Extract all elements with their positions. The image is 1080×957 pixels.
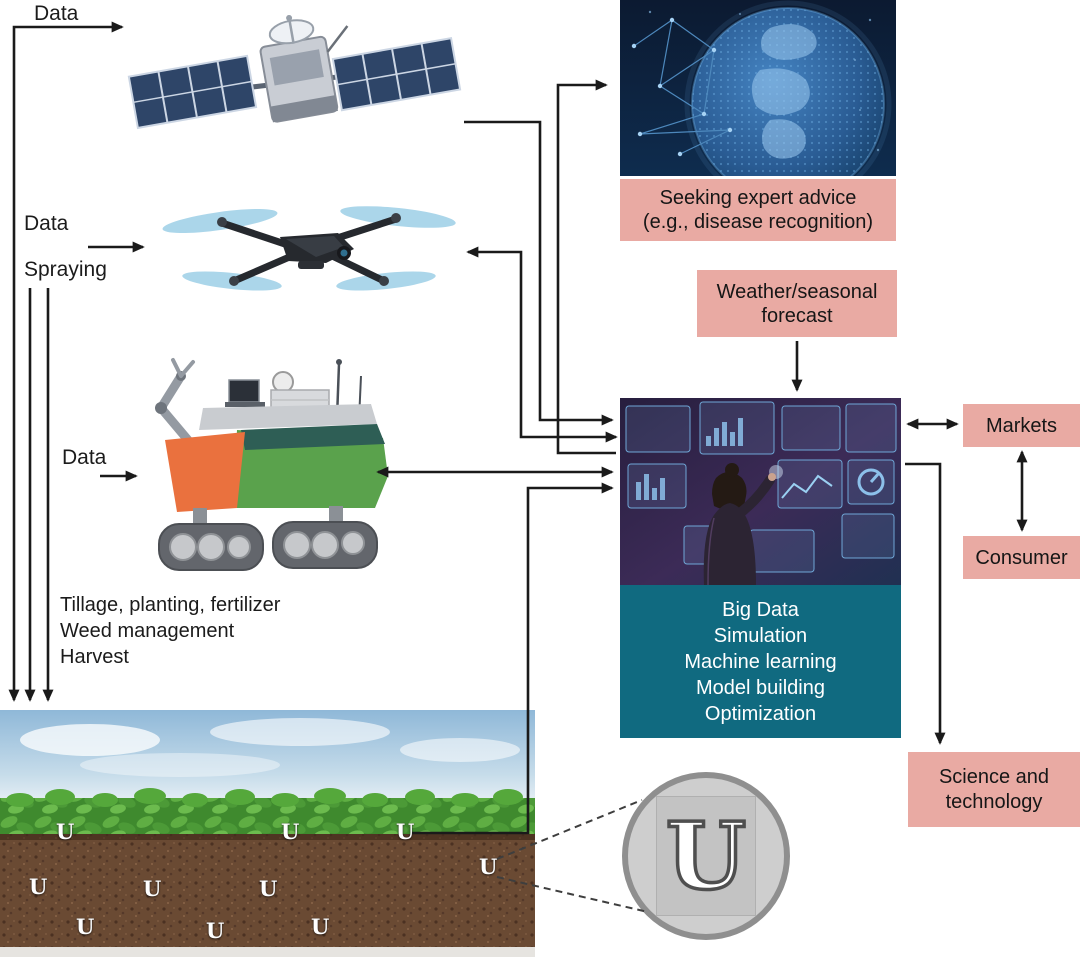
weather-forecast-box: Weather/seasonal forecast bbox=[697, 270, 897, 337]
soil-sensor-u-icon: U bbox=[143, 876, 162, 901]
markets-box: Markets bbox=[963, 404, 1080, 447]
farm-robot-illustration bbox=[133, 346, 403, 589]
soil-sensor-u-icon: U bbox=[76, 914, 95, 939]
data-dashboard-person-icon bbox=[620, 398, 901, 586]
robot-task-list: Tillage, planting, fertilizer Weed manag… bbox=[60, 592, 280, 670]
robot-task-line: Harvest bbox=[60, 646, 129, 668]
sensor-card: U bbox=[656, 796, 756, 916]
satellite-illustration bbox=[125, 2, 465, 175]
soil-sensor-u-icon: U bbox=[29, 874, 48, 899]
expert-advice-box: Seeking expert advice (e.g., disease rec… bbox=[620, 179, 896, 241]
soil-sensor-u-icon: U bbox=[311, 914, 330, 939]
robot-task-line: Tillage, planting, fertilizer bbox=[60, 594, 281, 616]
satellite-icon bbox=[127, 14, 462, 130]
soil-sensor-u-icon: U bbox=[206, 918, 225, 943]
science-line1: Science and bbox=[938, 765, 1050, 788]
consumer-label: Consumer bbox=[975, 546, 1068, 569]
arrow-hub-to-science bbox=[905, 462, 946, 745]
analytics-image bbox=[620, 398, 901, 590]
label-drone-spraying: Spraying bbox=[24, 258, 107, 281]
consumer-box: Consumer bbox=[963, 536, 1080, 579]
science-technology-box: Science and technology bbox=[908, 752, 1080, 827]
farm-robot-icon bbox=[155, 358, 388, 571]
soil-sensor-u-icon: U bbox=[479, 854, 498, 879]
label-satellite-data: Data bbox=[34, 2, 79, 25]
expert-advice-line2: (e.g., disease recognition) bbox=[642, 211, 874, 233]
soil-sensor-u-icon: U bbox=[281, 819, 300, 844]
globe-image bbox=[620, 0, 896, 208]
weather-line2: forecast bbox=[761, 304, 833, 327]
field-photo: U U U U U U U U U U bbox=[0, 710, 535, 957]
arrow-satellite-to-hub bbox=[464, 120, 614, 426]
drone-illustration bbox=[148, 195, 466, 312]
analytics-item: Simulation bbox=[713, 624, 808, 647]
label-drone-data: Data bbox=[24, 212, 69, 235]
weather-line1: Weather/seasonal bbox=[716, 280, 878, 303]
analytics-item: Model building bbox=[696, 676, 825, 699]
arrow-hub-to-expert-globe bbox=[556, 79, 616, 455]
analytics-item: Optimization bbox=[704, 702, 817, 725]
arrow-hub-drone-bidirectional bbox=[466, 246, 618, 443]
science-line2: technology bbox=[945, 790, 1043, 813]
sensor-magnifier-circle: U bbox=[622, 772, 790, 940]
drone-icon bbox=[162, 206, 456, 291]
label-robot-data: Data bbox=[62, 446, 107, 469]
analytics-methods-box: Big Data Simulation Machine learning Mod… bbox=[620, 585, 901, 738]
analytics-item: Machine learning bbox=[684, 650, 837, 673]
soil-sensor-u-icon: U bbox=[56, 819, 75, 844]
digital-globe-icon bbox=[620, 0, 896, 208]
markets-label: Markets bbox=[985, 414, 1058, 437]
expert-advice-line1: Seeking expert advice bbox=[659, 187, 857, 209]
analytics-item: Big Data bbox=[722, 598, 799, 621]
soil-sensor-u-icon: U bbox=[396, 819, 415, 844]
soil-sensor-u-icon-large: U bbox=[664, 802, 748, 910]
soil-sensor-u-icon: U bbox=[259, 876, 278, 901]
robot-task-line: Weed management bbox=[60, 620, 235, 642]
